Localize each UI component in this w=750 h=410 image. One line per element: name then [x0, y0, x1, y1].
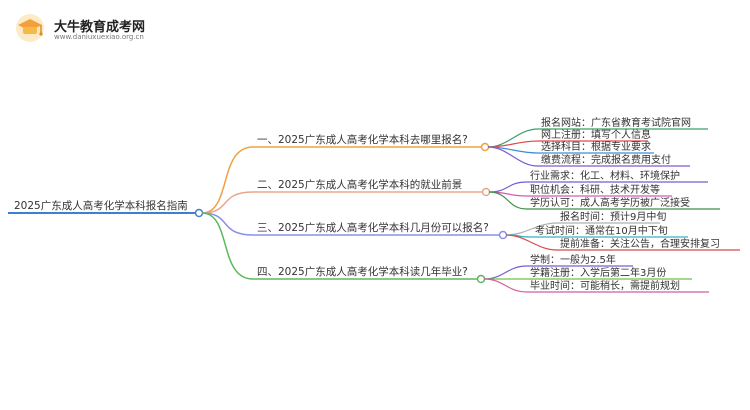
brand-name: 大牛教育成考网 [54, 20, 146, 35]
branch-label-1: 一、2025广东成人高考化学本科去哪里报名? [257, 133, 468, 146]
root-topic: 2025广东成人高考化学本科报名指南 [14, 199, 188, 212]
leaf-label-3-3: 提前准备：关注公告，合理安排复习 [560, 237, 720, 250]
leaf-label-2-2: 职位机会：科研、技术开发等 [530, 183, 660, 196]
branch-connector-2 [201, 191, 254, 214]
branch-node-dot-1[interactable] [480, 142, 490, 152]
leaf-connector-1-4 [487, 146, 539, 167]
branch-node-dot-2[interactable] [481, 187, 491, 197]
root-node-dot[interactable] [194, 208, 204, 218]
leaf-label-1-2: 网上注册：填写个人信息 [541, 128, 651, 141]
leaf-label-3-1: 报名时间：预计9月中旬 [560, 210, 666, 223]
leaf-label-2-1: 行业需求：化工、材料、环境保护 [530, 169, 680, 182]
brand-url: www.daniuxuexiao.org.cn [54, 33, 144, 41]
leaf-connector-3-3 [505, 234, 558, 251]
branch-connector-3 [201, 212, 254, 236]
leaf-connector-2-1 [488, 181, 528, 193]
branch-node-dot-3[interactable] [498, 230, 508, 240]
branch-label-4: 四、2025广东成人高考化学本科读几年毕业? [257, 265, 468, 278]
leaf-label-3-2: 考试时间：通常在10月中下旬 [535, 224, 668, 237]
leaf-label-1-3: 选择科目：根据专业要求 [541, 140, 651, 153]
branch-connector-4 [201, 212, 254, 280]
leaf-label-1-4: 缴费流程：完成报名费用支付 [541, 153, 671, 166]
branch-connector-1 [201, 146, 254, 214]
leaf-label-4-2: 学籍注册：入学后第二年3月份 [530, 266, 666, 279]
branch-label-3: 三、2025广东成人高考化学本科几月份可以报名? [257, 221, 489, 234]
branch-node-dot-4[interactable] [476, 274, 486, 284]
leaf-connector-4-3 [483, 278, 528, 293]
branch-label-2: 二、2025广东成人高考化学本科的就业前景 [257, 178, 462, 191]
leaf-label-4-1: 学制：一般为2.5年 [530, 253, 616, 266]
leaf-connector-1-2 [487, 140, 539, 148]
brand-logo: 大牛教育成考网 www.daniuxuexiao.org.cn [12, 12, 152, 48]
leaf-label-4-3: 毕业时间：可能稍长，需提前规划 [530, 279, 680, 292]
leaf-connector-2-3 [488, 191, 528, 210]
leaf-label-2-3: 学历认可：成人高考学历被广泛接受 [530, 196, 690, 209]
leaf-connector-4-1 [483, 265, 528, 280]
graduation-cap-icon [16, 14, 44, 42]
leaf-label-1-1: 报名网站：广东省教育考试院官网 [541, 116, 691, 129]
